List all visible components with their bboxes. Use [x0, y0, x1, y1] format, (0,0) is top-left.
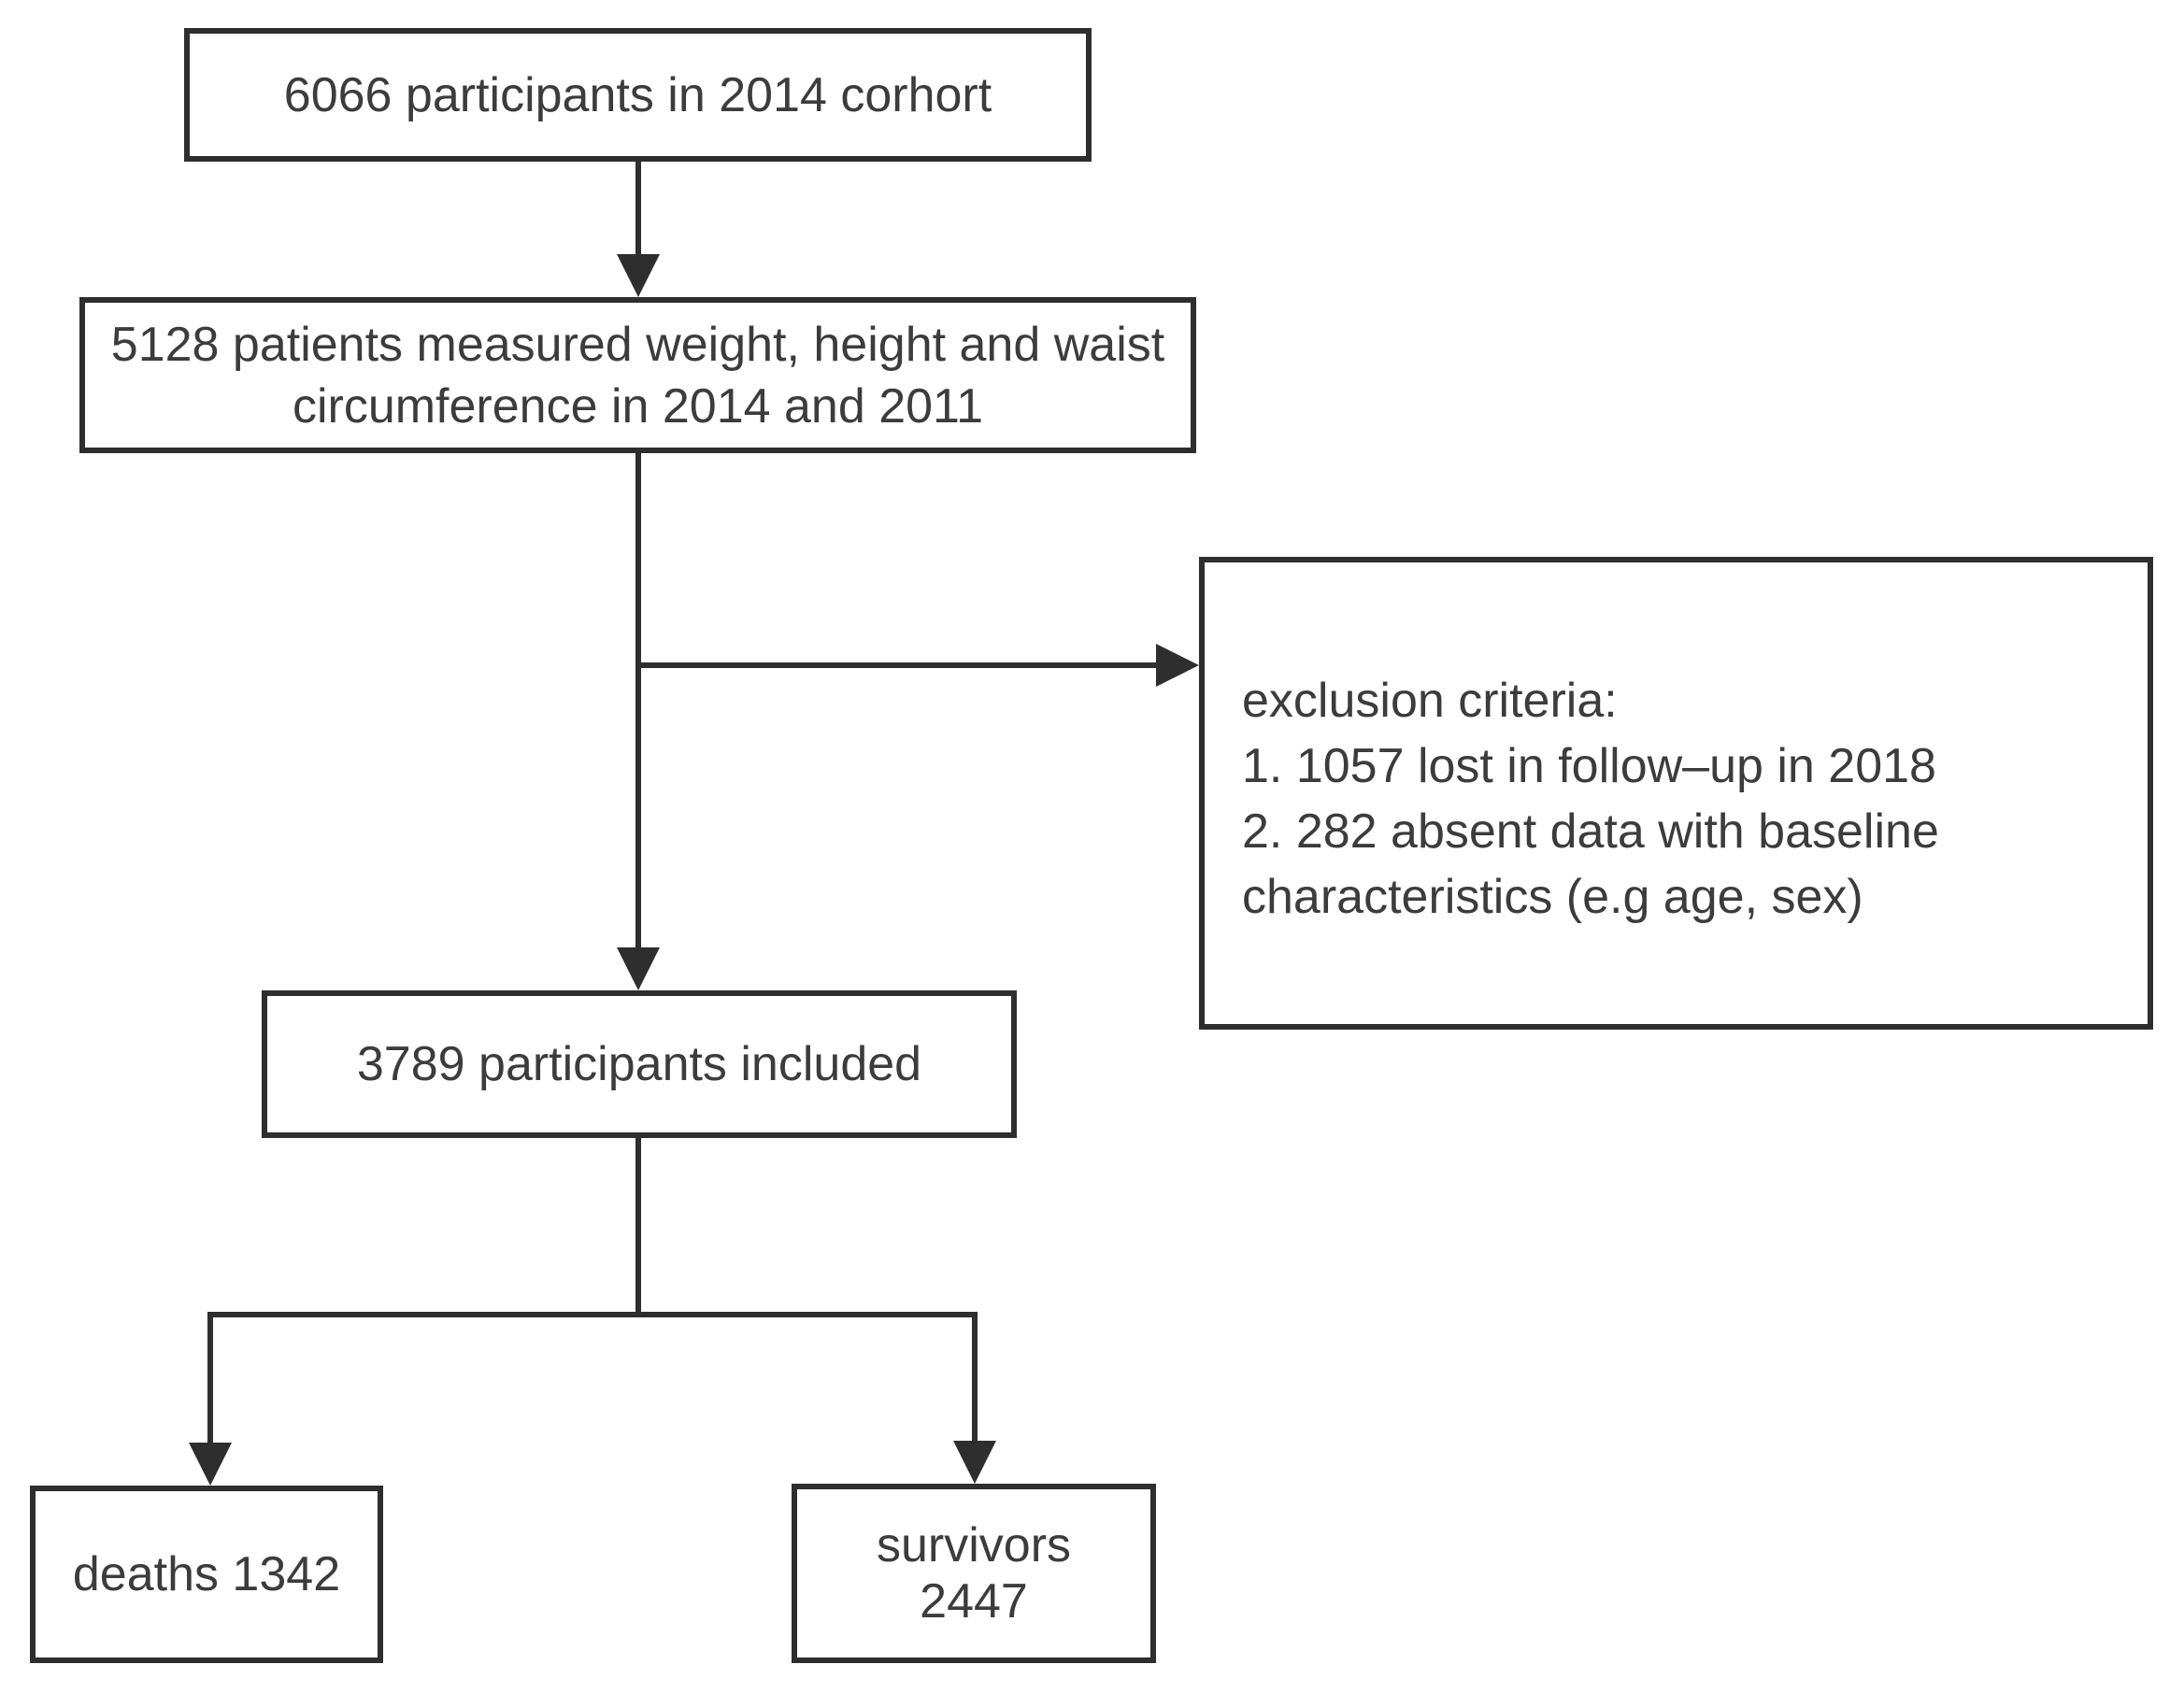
node-survivors: survivors 2447: [792, 1484, 1156, 1663]
node-included: 3789 participants included: [262, 990, 1017, 1138]
node-measured-line2: circumference in 2014 and 2011: [292, 378, 984, 434]
node-deaths: deaths 1342: [30, 1486, 383, 1663]
arrowhead-down-survivors: [953, 1441, 996, 1484]
node-included-label: 3789 participants included: [356, 1037, 922, 1091]
arrowhead-down-deaths: [189, 1443, 232, 1486]
node-measured: 5128 patients measured weight, height an…: [79, 297, 1196, 453]
node-survivors-line1: survivors: [876, 1518, 1072, 1572]
connector-split-to-survivors: [972, 1312, 978, 1444]
node-exclusion-criteria: exclusion criteria: 1. 1057 lost in foll…: [1199, 557, 2153, 1030]
connector-split-horizontal: [207, 1312, 978, 1317]
connector-split-to-deaths: [207, 1312, 213, 1446]
connector-cohort-to-measured: [635, 162, 641, 259]
connector-branch-exclusion: [635, 662, 1159, 668]
arrowhead-right-exclusion: [1156, 644, 1199, 687]
connector-included-to-split: [635, 1137, 641, 1317]
connector-measured-to-included: [635, 453, 641, 950]
arrowhead-down-included: [617, 947, 660, 990]
exclusion-item-2-continued: characteristics (e.g age, sex): [1242, 870, 1863, 924]
exclusion-item-1: 1. 1057 lost in follow–up in 2018: [1242, 739, 1936, 793]
node-measured-line1: 5128 patients measured weight, height an…: [110, 317, 1165, 372]
node-survivors-line2: 2447: [920, 1574, 1028, 1629]
arrowhead-down-measured: [617, 254, 660, 297]
node-cohort-2014-label: 6066 participants in 2014 corhort: [283, 67, 992, 122]
exclusion-item-2: 2. 282 absent data with baseline: [1242, 804, 1939, 859]
node-deaths-label: deaths 1342: [72, 1547, 341, 1601]
exclusion-title: exclusion criteria:: [1242, 674, 1618, 728]
node-cohort-2014: 6066 participants in 2014 corhort: [184, 28, 1092, 162]
